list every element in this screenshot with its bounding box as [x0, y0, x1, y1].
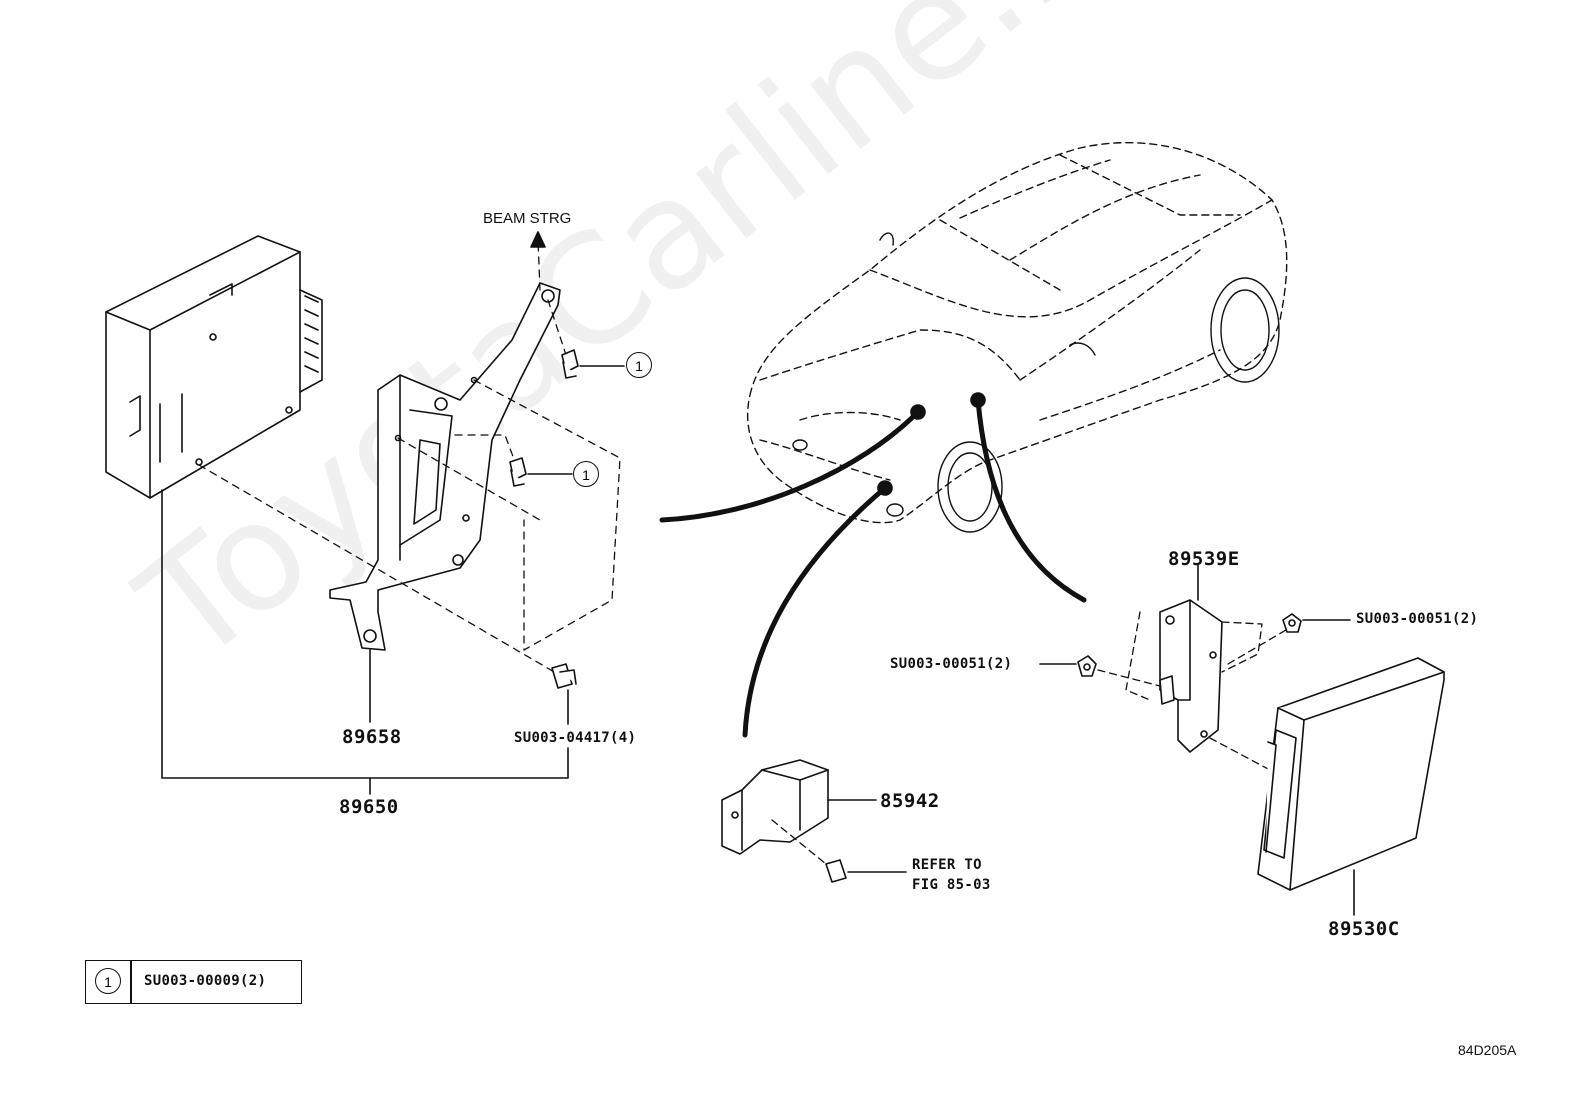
- part-number-85942: 85942: [880, 790, 940, 812]
- part-number-89658: 89658: [342, 726, 402, 748]
- diagram-id: 84D205A: [1458, 1042, 1517, 1058]
- bolt-drawings-left: [509, 349, 579, 689]
- beam-strg-label: BEAM STRG: [483, 210, 572, 227]
- part-number-89530c: 89530C: [1328, 918, 1400, 940]
- legend-text: SU003-00009(2): [144, 973, 267, 989]
- assembly-lines-left: [198, 239, 621, 681]
- ecu-module-89650-drawing: [105, 235, 323, 499]
- legend-divider: [130, 961, 132, 1003]
- part-number-89650: 89650: [339, 796, 399, 818]
- nut-number-su003-00051-right: SU003-00051(2): [1356, 611, 1479, 627]
- harness-lines: [659, 397, 1087, 738]
- callout-1-upper: 1: [626, 352, 652, 378]
- bracket-89539e-drawing: [1159, 599, 1223, 753]
- bracket-89658-drawing: [329, 282, 561, 651]
- nut-drawings: [1077, 613, 1302, 677]
- ecu-module-89530c-drawing: [1257, 657, 1445, 891]
- vehicle-outline-drawing: [746, 141, 1288, 524]
- refer-to-label: REFER TO: [912, 857, 982, 873]
- part-number-89539e: 89539E: [1168, 548, 1240, 570]
- bolt-number-su003-04417: SU003-04417(4): [514, 730, 637, 746]
- legend-table: 1 SU003-00009(2): [85, 960, 302, 1004]
- fig-reference-label: FIG 85-03: [912, 877, 991, 893]
- callout-1-lower: 1: [573, 461, 599, 487]
- sensor-85942-drawing: [721, 759, 847, 883]
- nut-number-su003-00051-left: SU003-00051(2): [890, 656, 1013, 672]
- vehicle-detail-drawing: [792, 232, 1280, 533]
- legend-callout: 1: [95, 968, 121, 994]
